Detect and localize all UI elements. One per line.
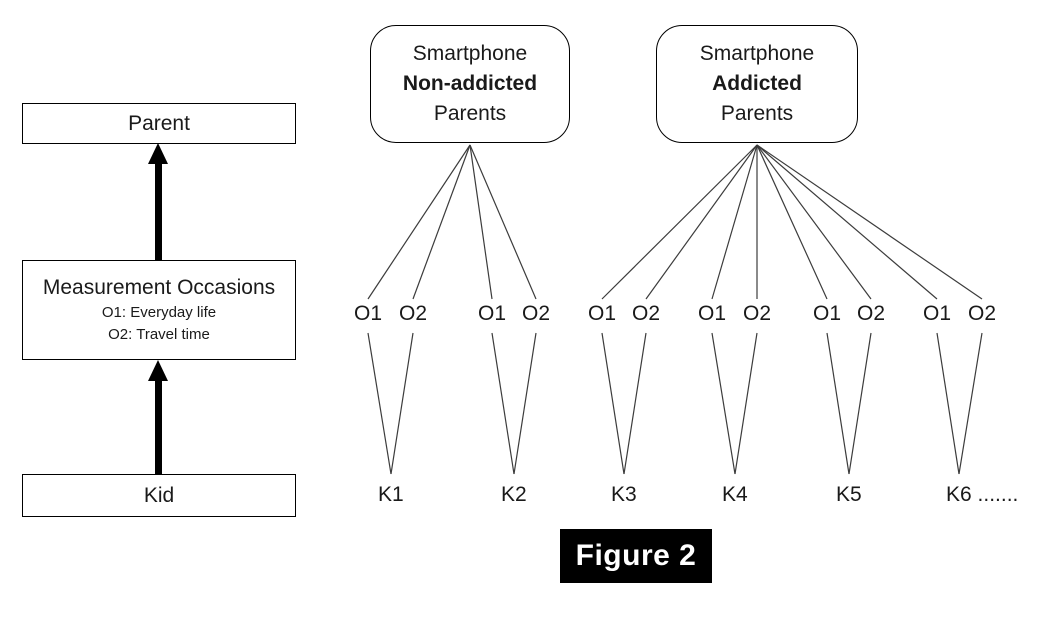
connector-line	[390, 332, 414, 475]
connector-line	[756, 144, 872, 300]
occasion-label: O1	[697, 302, 727, 325]
group-label-line-bold: Non-addicted	[402, 72, 538, 95]
kid-label: K4	[722, 483, 748, 506]
up-arrow-shaft	[155, 160, 162, 260]
connector-line	[601, 144, 758, 300]
group-label-line: Smartphone	[699, 42, 815, 65]
connector-line	[848, 332, 872, 475]
occasion-row: O1 O2 O1 O2 O1 O2 O1 O2 O1 O2 O1 O2	[0, 302, 1054, 328]
kid-label: K3	[611, 483, 637, 506]
occasion-1-definition: O1: Everyday life	[101, 304, 217, 321]
parent-box-label: Parent	[128, 111, 190, 135]
connector-line	[958, 332, 983, 475]
occasion-label: O2	[398, 302, 428, 325]
connector-line	[734, 332, 758, 475]
connector-line	[645, 144, 758, 300]
group-label-line-bold: Addicted	[712, 72, 802, 95]
up-arrow-shaft	[155, 377, 162, 474]
occasion-label: O1	[587, 302, 617, 325]
kid-row: K1 K2 K3 K4 K5 K6 .......	[0, 483, 1054, 509]
kid-label: K2	[501, 483, 527, 506]
non-addicted-parents-box: Smartphone Non-addicted Parents	[370, 25, 570, 143]
connector-line	[711, 144, 758, 300]
addicted-parents-box: Smartphone Addicted Parents	[656, 25, 858, 143]
occasion-label: O2	[742, 302, 772, 325]
connector-line	[756, 144, 983, 300]
up-arrow-head-icon	[148, 143, 168, 164]
connector-line	[756, 144, 828, 300]
connector-line	[469, 144, 493, 300]
up-arrow-head-icon	[148, 360, 168, 381]
connector-line	[367, 332, 392, 475]
occasion-label: O2	[521, 302, 551, 325]
kid-box-label: Kid	[143, 483, 175, 507]
kid-label: K1	[378, 483, 404, 506]
connector-line	[469, 144, 537, 300]
group-label-line: Smartphone	[412, 42, 528, 65]
measurement-occasions-title: Measurement Occasions	[42, 276, 276, 299]
connector-line	[936, 332, 960, 475]
connector-line	[711, 332, 736, 475]
connector-line	[826, 332, 850, 475]
occasion-label: O1	[477, 302, 507, 325]
connector-line	[491, 332, 515, 475]
occasion-2-definition: O2: Travel time	[108, 326, 210, 343]
kid-label: K5	[836, 483, 862, 506]
occasion-label: O1	[812, 302, 842, 325]
connector-line	[601, 332, 625, 475]
occasion-label: O2	[631, 302, 661, 325]
group-label-line: Parents	[433, 102, 507, 125]
occasion-label: O2	[856, 302, 886, 325]
figure-caption: Figure 2	[560, 529, 712, 583]
connector-line	[412, 144, 471, 300]
group-label-line: Parents	[720, 102, 794, 125]
occasion-label: O2	[967, 302, 997, 325]
occasion-label: O1	[922, 302, 952, 325]
connector-line	[756, 144, 938, 300]
measurement-occasions-box: Measurement Occasions O1: Everyday life …	[22, 260, 296, 360]
kid-box: Kid	[22, 474, 296, 517]
kid-label: K6 .......	[946, 483, 1019, 506]
connector-line	[513, 332, 537, 475]
parent-box: Parent	[22, 103, 296, 144]
connector-line	[623, 332, 647, 475]
connector-line	[367, 144, 471, 300]
occasion-label: O1	[353, 302, 383, 325]
